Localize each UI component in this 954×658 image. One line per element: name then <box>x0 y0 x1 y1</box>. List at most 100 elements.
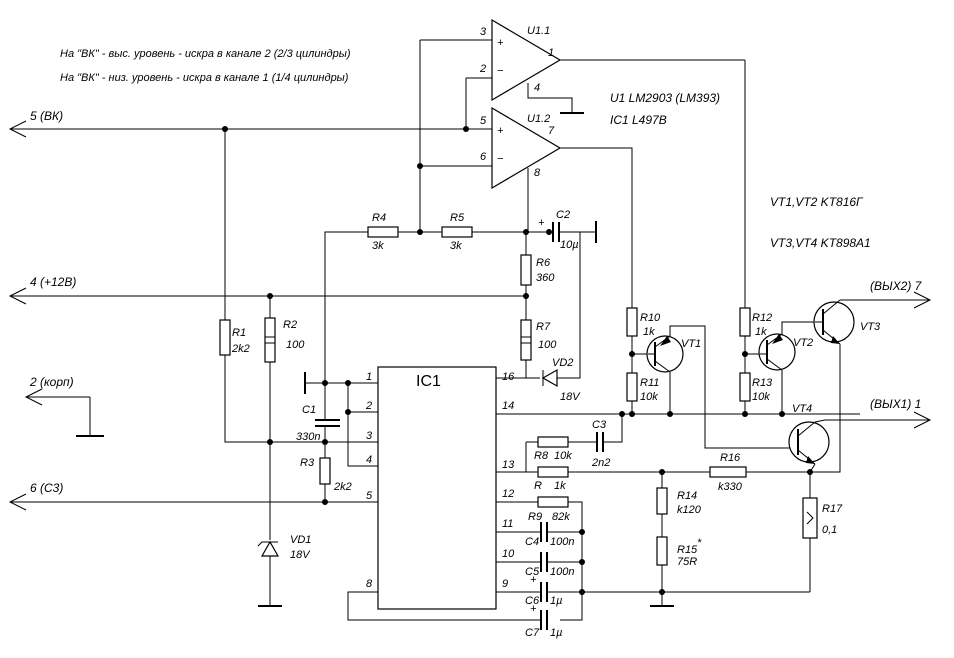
vt2-name: VT2 <box>793 337 813 349</box>
terminal-out2-label: (ВЫХ2) 7 <box>870 279 923 293</box>
r6-value: 360 <box>536 272 555 284</box>
resistor-r2: R2 100 <box>264 317 305 363</box>
r5-name: R5 <box>450 212 465 224</box>
c7-value: 1µ <box>550 627 562 639</box>
terminal-c3-label: 6 (С3) <box>30 481 63 495</box>
r-value: 1k <box>554 480 566 492</box>
r12-name: R12 <box>752 312 772 324</box>
capacitor-c5: C5 100n <box>525 552 574 578</box>
r2-value: 100 <box>286 339 305 351</box>
r6-name: R6 <box>536 257 551 269</box>
ic1-pin1: 1 <box>366 371 372 383</box>
u11-minus-sign: − <box>497 65 504 77</box>
resistor-r6: R6 360 <box>520 254 555 286</box>
u12-minus-sign: − <box>497 153 504 165</box>
c2-value: 10µ <box>560 239 579 251</box>
c1-value: 330n <box>296 431 320 443</box>
u12-plus-sign: + <box>497 125 504 137</box>
ic1-pin8: 8 <box>366 578 373 590</box>
c7-name: C7 <box>525 627 540 639</box>
resistor-r: R 1k <box>534 466 569 492</box>
note-low-level: На "ВК" - низ. уровень - искра в канале … <box>60 72 349 84</box>
resistor-r4: R4 3k <box>367 212 399 252</box>
u11-pin4: 4 <box>534 82 540 94</box>
resistor-r11: R11 10k <box>626 372 659 403</box>
c3-value: 2n2 <box>591 457 610 469</box>
terminal-out1-label: (ВЫХ1) 1 <box>870 397 921 411</box>
r4-value: 3k <box>372 240 384 252</box>
r15-mark: * <box>697 537 702 549</box>
zener-vd1: VD1 18V <box>257 534 311 561</box>
u11-pin3: 3 <box>480 26 487 38</box>
note-vt12-part: VT1,VT2 KT816Г <box>770 195 864 209</box>
r15-value: 75R <box>677 556 697 568</box>
diode-vd2: VD2 18V <box>541 357 581 403</box>
capacitor-c4: C4 100n <box>525 522 574 548</box>
u12-pin7: 7 <box>548 125 555 137</box>
resistor-r15: R15 * 75R <box>656 536 702 568</box>
ic1-pin14: 14 <box>502 400 514 412</box>
ic1-pin4: 4 <box>366 454 372 466</box>
transistor-vt1: VT1 <box>646 335 701 373</box>
resistor-r13: R13 10k <box>739 372 773 403</box>
resistor-r9: R9 82k <box>528 496 570 523</box>
c4-name: C4 <box>525 536 539 548</box>
r9-value: 82k <box>552 511 570 523</box>
c3-name: C3 <box>592 419 607 431</box>
vd2-value: 18V <box>560 391 581 403</box>
c1-name: C1 <box>302 404 316 416</box>
r13-name: R13 <box>752 377 773 389</box>
resistor-r8: R8 10k <box>534 436 572 462</box>
c2-plus: + <box>538 217 545 229</box>
r16-value: k330 <box>718 481 743 493</box>
r13-value: 10k <box>752 391 770 403</box>
resistor-r17: R17 0,1 <box>802 497 843 539</box>
r10-name: R10 <box>640 312 661 324</box>
r11-value: 10k <box>640 391 658 403</box>
note-high-level: На "ВК" - выс. уровень - искра в канале … <box>60 48 351 60</box>
ic1-pin10: 10 <box>502 548 515 560</box>
r7-value: 100 <box>538 339 557 351</box>
note-vt34-part: VT3,VT4 KT898A1 <box>770 236 871 250</box>
terminal-p12-label: 4 (+12В) <box>30 275 76 289</box>
resistor-r3: R3 2k2 <box>300 457 352 493</box>
c2-name: C2 <box>556 209 570 221</box>
r3-value: 2k2 <box>333 481 352 493</box>
r8-value: 10k <box>554 450 572 462</box>
u11-plus-sign: + <box>497 37 504 49</box>
c6-value: 1µ <box>550 595 562 607</box>
terminal-vk: 5 (ВК) <box>8 109 466 138</box>
ic1-pin3: 3 <box>366 430 373 442</box>
ic1-pin5: 5 <box>366 490 373 502</box>
r17-value: 0,1 <box>822 524 837 536</box>
terminal-vk-label: 5 (ВК) <box>30 109 63 123</box>
vd2-name: VD2 <box>552 357 573 369</box>
r7-name: R7 <box>536 321 551 333</box>
transistor-vt3: VT3 <box>813 299 881 345</box>
ic1-pin13: 13 <box>502 459 515 471</box>
opamp-u1-2: + − U1.2 5 6 7 8 <box>420 106 633 308</box>
terminal-korp-label: 2 (корп) <box>29 375 74 389</box>
transistor-vt2: VT2 <box>758 333 813 371</box>
r12-value: 1k <box>755 326 767 338</box>
r14-name: R14 <box>677 490 697 502</box>
r3-name: R3 <box>300 457 315 469</box>
u12-name: U1.2 <box>527 113 550 125</box>
transistor-vt4: VT4 <box>788 403 830 465</box>
note-ic1-part: IC1 L497B <box>610 113 667 127</box>
ic1-pin16: 16 <box>502 371 515 383</box>
r-name: R <box>534 480 542 492</box>
r2-name: R2 <box>283 319 297 331</box>
opamp-u1-1: + − U1.1 3 2 1 4 <box>420 18 745 114</box>
junction-dots <box>222 126 813 595</box>
terminal-c3: 6 (С3) <box>8 481 378 511</box>
resistor-r5: R5 3k <box>441 212 473 252</box>
r17-name: R17 <box>822 503 843 515</box>
resistor-r12: R12 1k <box>739 307 772 338</box>
terminal-korp: 2 (корп) <box>24 375 104 437</box>
c6-name: C6 <box>525 595 540 607</box>
vd1-value: 18V <box>290 549 311 561</box>
r8-name: R8 <box>534 450 549 462</box>
